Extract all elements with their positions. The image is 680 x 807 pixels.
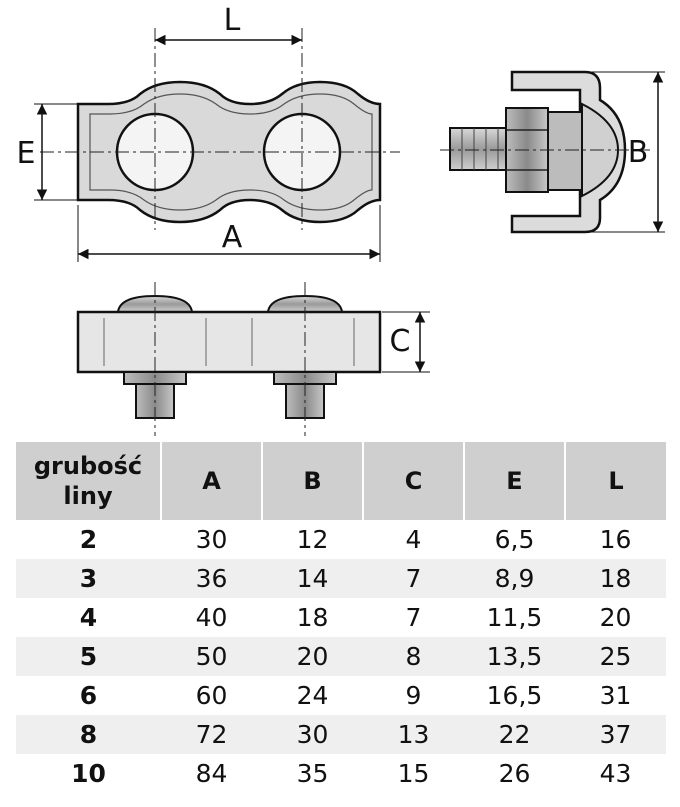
cell-E: 16,5 <box>486 681 543 710</box>
cell-C: 8 <box>363 637 464 676</box>
dimension-A: A <box>77 205 381 262</box>
cell-rope: 10 <box>71 759 106 788</box>
label-L: L <box>224 3 241 38</box>
dimension-B: B <box>590 71 665 233</box>
cell-L: 18 <box>565 559 666 598</box>
cell-L: 43 <box>599 759 632 788</box>
cell-rope: 5 <box>16 637 161 676</box>
label-E: E <box>17 136 36 171</box>
cell-B: 18 <box>296 603 329 632</box>
cell-C: 13 <box>363 715 464 754</box>
header-col-C: C <box>363 442 465 520</box>
cell-B: 14 <box>262 559 363 598</box>
cell-E: 6,5 <box>494 525 535 554</box>
cell-A: 72 <box>161 715 262 754</box>
table-row: 6 60 24 9 16,5 31 <box>16 676 666 715</box>
cell-L: 16 <box>599 525 632 554</box>
header-col-E: E <box>464 442 566 520</box>
cell-E: 26 <box>498 759 531 788</box>
cell-C: 7 <box>363 559 464 598</box>
header-rope-thickness-line2: liny <box>63 482 113 510</box>
cell-rope: 3 <box>16 559 161 598</box>
cell-A: 50 <box>161 637 262 676</box>
cell-E: 13,5 <box>464 637 565 676</box>
cell-C: 9 <box>405 681 422 710</box>
technical-drawing: L E A B <box>17 3 665 436</box>
cell-A: 84 <box>195 759 228 788</box>
cell-C: 4 <box>405 525 422 554</box>
cell-B: 35 <box>296 759 329 788</box>
table-row: 10 84 35 15 26 43 <box>16 754 666 793</box>
clamp-front-view <box>76 282 382 436</box>
cell-A: 40 <box>195 603 228 632</box>
cell-A: 30 <box>195 525 228 554</box>
label-C: C <box>390 324 411 359</box>
dimension-L: L <box>155 3 302 46</box>
label-B: B <box>628 135 649 170</box>
dimension-E: E <box>17 103 80 201</box>
header-rope-thickness-line1: grubość <box>33 452 143 480</box>
cell-B: 20 <box>262 637 363 676</box>
table-row: 4 40 18 7 11,5 20 <box>16 598 666 637</box>
header-rope-thickness: grubość liny <box>16 442 162 520</box>
cell-L: 37 <box>565 715 666 754</box>
cell-A: 60 <box>195 681 228 710</box>
table-row: 2 30 12 4 6,5 16 <box>16 520 666 559</box>
table-row: 5 50 20 8 13,5 25 <box>16 637 666 676</box>
dimension-table: grubość liny A B C E L 2 30 12 4 6,5 16 … <box>16 442 666 793</box>
header-col-B: B <box>262 442 364 520</box>
cell-L: 25 <box>565 637 666 676</box>
cell-B: 24 <box>296 681 329 710</box>
cell-B: 30 <box>262 715 363 754</box>
cell-L: 31 <box>599 681 632 710</box>
table-row: 8 72 30 13 22 37 <box>16 715 666 754</box>
cell-rope: 8 <box>16 715 161 754</box>
clamp-top-view <box>40 28 400 230</box>
dimension-C: C <box>382 311 430 373</box>
cell-E: 11,5 <box>486 603 543 632</box>
cell-B: 12 <box>296 525 329 554</box>
header-col-A: A <box>161 442 263 520</box>
table-row: 3 36 14 7 8,9 18 <box>16 559 666 598</box>
cell-rope: 6 <box>79 681 98 710</box>
cell-rope: 2 <box>79 525 98 554</box>
cell-C: 7 <box>405 603 422 632</box>
cell-E: 22 <box>464 715 565 754</box>
cell-A: 36 <box>161 559 262 598</box>
header-col-L: L <box>565 442 666 520</box>
cell-rope: 4 <box>79 603 98 632</box>
cell-E: 8,9 <box>464 559 565 598</box>
table-header-row: grubość liny A B C E L <box>16 442 666 520</box>
cell-C: 15 <box>397 759 430 788</box>
label-A: A <box>222 220 243 255</box>
cell-L: 20 <box>599 603 632 632</box>
clamp-side-view <box>440 70 650 234</box>
